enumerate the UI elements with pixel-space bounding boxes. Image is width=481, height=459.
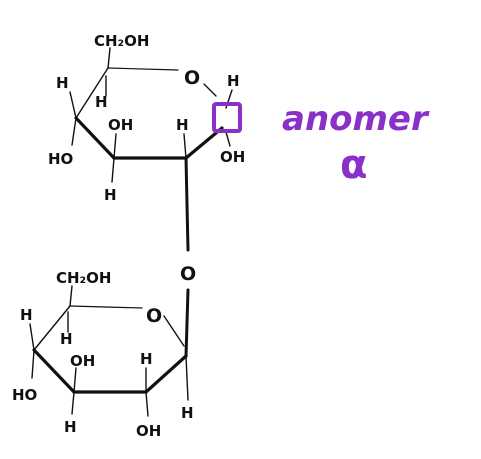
top-ring: [69, 47, 233, 252]
anomeric-highlight-box: [212, 102, 242, 133]
bottom-c1-h-bond: [185, 355, 189, 401]
top-c3-oh-bond: [113, 133, 117, 159]
bottom-c3-oh: OH: [70, 352, 95, 370]
bottom-c6-label: CH₂OH: [56, 269, 111, 287]
bottom-c2-oh: OH: [136, 422, 161, 440]
annotation-word: anomer: [282, 99, 430, 139]
bottom-ring-c2-c1-edge: [144, 354, 188, 394]
top-c5-h-inner: H: [95, 93, 108, 111]
bottom-ring-back-edge: [69, 305, 143, 309]
annotation: anomer α: [282, 99, 430, 188]
top-ring-c4-c3-edge: [74, 116, 116, 160]
bottom-c6-bond: [69, 285, 73, 307]
glycosidic-bond-lower: [184, 288, 190, 358]
top-ring-c5-c4-edge: [75, 67, 109, 119]
bottom-ring-labels: CH₂OH O H H OH HO H H OH H: [12, 269, 194, 440]
bottom-c4-h-top: H: [20, 306, 33, 324]
bottom-ring-c5-c4-edge: [33, 305, 71, 351]
top-c6-bond: [107, 47, 111, 69]
top-c3-h-bottom: H: [104, 186, 117, 204]
annotation-alpha-symbol: α: [340, 142, 367, 188]
bottom-c4-ho: HO: [12, 386, 37, 404]
top-anomeric-oh: OH: [220, 148, 245, 166]
top-c6-label: CH₂OH: [94, 32, 149, 50]
top-c4-h-bond: [69, 91, 77, 119]
top-ring-o-c1-edge: [203, 83, 217, 97]
bottom-c2-oh-bond: [145, 391, 149, 417]
top-ring-back-edge: [107, 67, 179, 71]
bottom-c4-h-bond: [29, 323, 35, 351]
top-c4-ho-bond: [71, 117, 77, 146]
top-c3-oh: OH: [108, 116, 133, 134]
top-c3-h-bond: [111, 157, 115, 183]
bottom-ring: [29, 285, 190, 417]
glycosidic-bond-upper: [184, 156, 190, 252]
bottom-c3-oh-bond: [73, 367, 77, 393]
top-ring-oxygen: O: [184, 67, 200, 89]
bottom-ring-oxygen: O: [146, 305, 162, 327]
bottom-c4-ho-bond: [31, 349, 35, 379]
bottom-c2-h: H: [140, 350, 153, 368]
bottom-ring-o-c1-edge: [163, 315, 185, 347]
glycosidic-oxygen: O: [180, 263, 196, 285]
bottom-c3-h-bond: [71, 391, 75, 415]
bottom-c5-h-inner: H: [60, 330, 73, 348]
top-c2-h: H: [176, 116, 189, 134]
top-c4-ho: HO: [48, 150, 73, 168]
top-ring-labels: CH₂OH O H H OH HO H H H OH: [48, 32, 245, 204]
top-c1-oh-bond: [225, 131, 231, 147]
top-anomeric-h: H: [227, 72, 240, 90]
top-c4-h-top: H: [56, 74, 69, 92]
top-c2-h-bond: [183, 133, 187, 159]
bottom-ring-c4-c3-edge: [32, 348, 76, 394]
bottom-c3-h-bottom: H: [64, 418, 77, 436]
bottom-anomeric-h: H: [181, 404, 194, 422]
